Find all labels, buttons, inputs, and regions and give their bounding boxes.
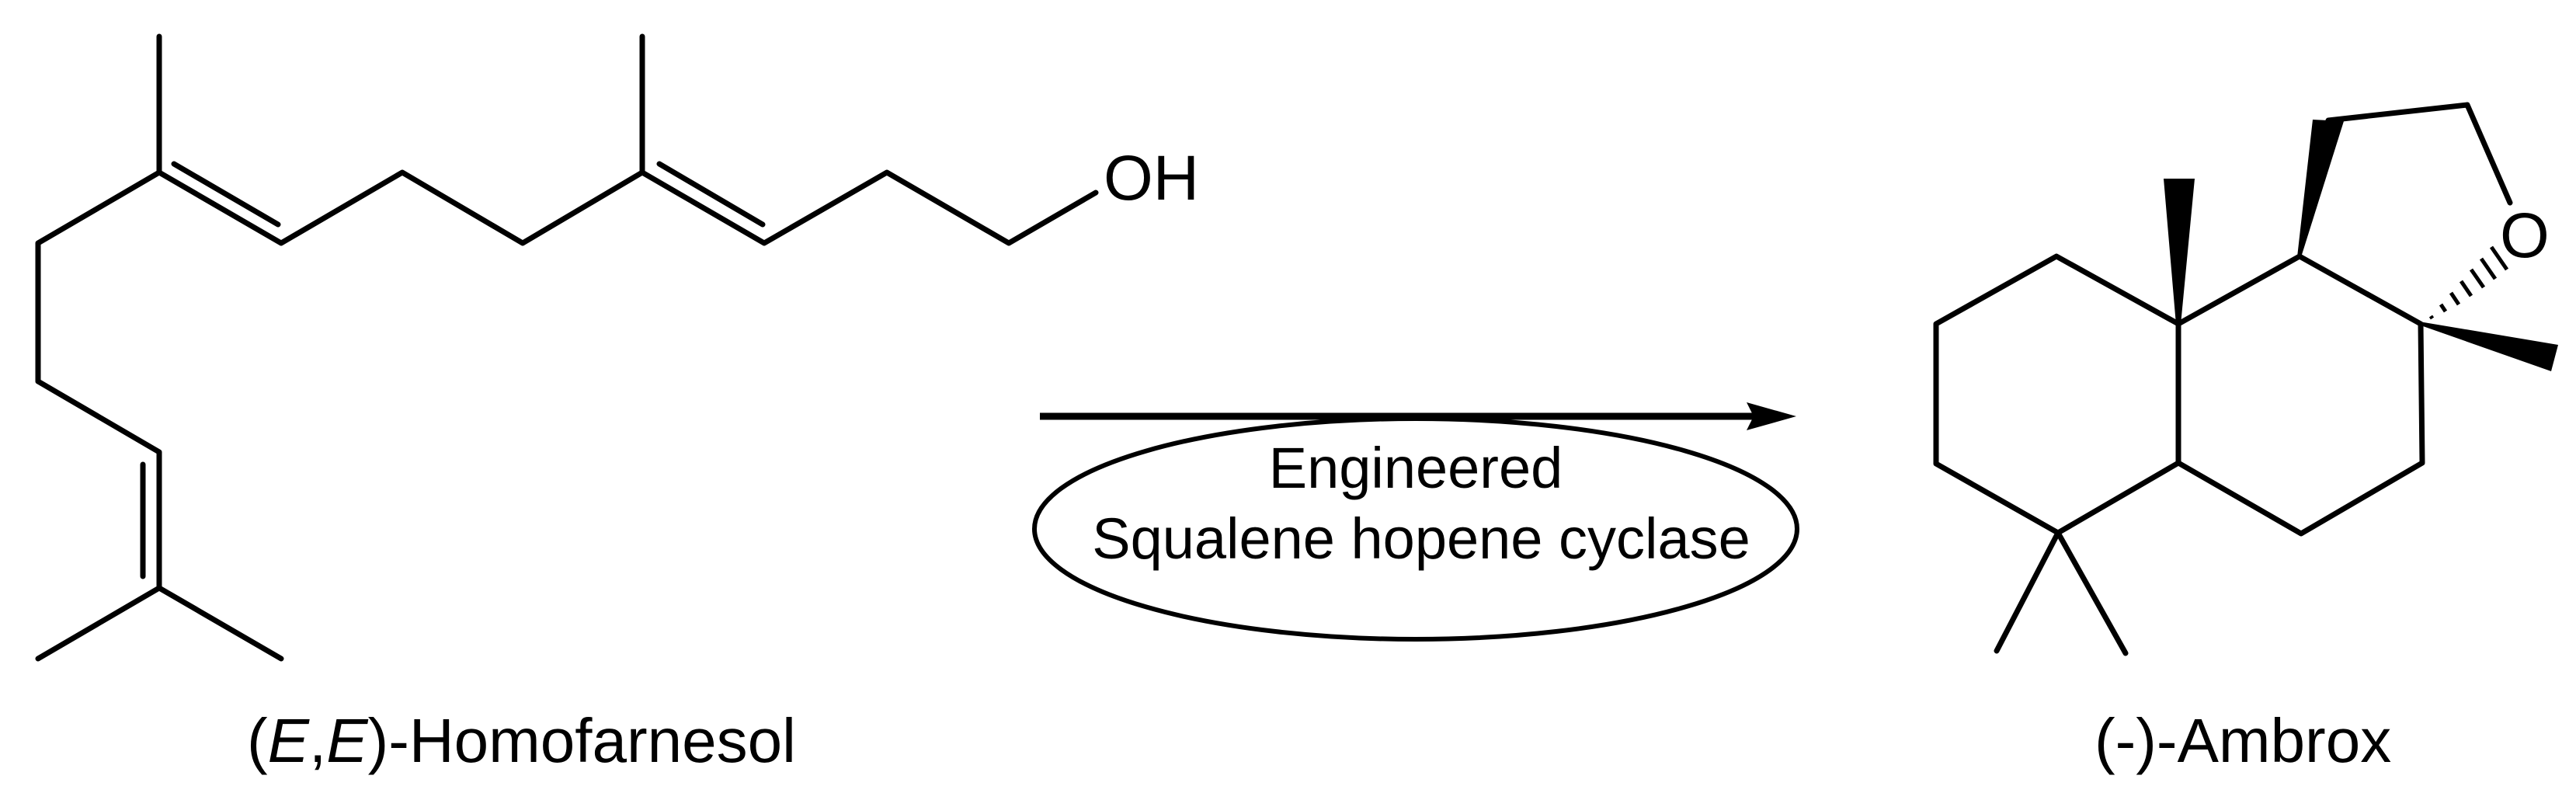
- ring-a: [1933, 253, 2181, 536]
- catalyst-line-2: Squalene hopene cyclase: [1092, 506, 1750, 571]
- double-bond-inner-2: [656, 161, 766, 228]
- wedge-methyl-c10: [2164, 179, 2195, 325]
- thf-ring-bonds: [2325, 102, 2513, 206]
- double-bond-inner-1: [171, 161, 281, 228]
- wedge-methyl-c8: [2419, 322, 2558, 371]
- hydroxyl-label: OH: [1104, 143, 1199, 214]
- wedge-c9-ch2: [2297, 120, 2344, 257]
- ring-b: [2175, 253, 2425, 537]
- arrow-head-icon: [1747, 402, 1796, 430]
- catalyst-line-1: Engineered: [1269, 436, 1563, 500]
- homofarnesol-backbone: [156, 169, 1099, 246]
- hash-bond-c8-o: [2428, 245, 2509, 320]
- ambrox-structure: O: [1933, 102, 2558, 656]
- terminal-dimethyl: [35, 585, 284, 662]
- ring-oxygen-label: O: [2500, 200, 2550, 271]
- product-name: (-)-Ambrox: [2095, 706, 2391, 775]
- gem-methyl-1: [1994, 530, 2061, 654]
- reactant-name: (E,E)-Homofarnesol: [247, 706, 796, 775]
- gem-methyl-2: [2055, 530, 2129, 656]
- reaction-arrow: Engineered Squalene hopene cyclase: [1032, 402, 1799, 642]
- homofarnesol-structure: OH: [35, 33, 1199, 662]
- homofarnesol-tail: [35, 169, 162, 591]
